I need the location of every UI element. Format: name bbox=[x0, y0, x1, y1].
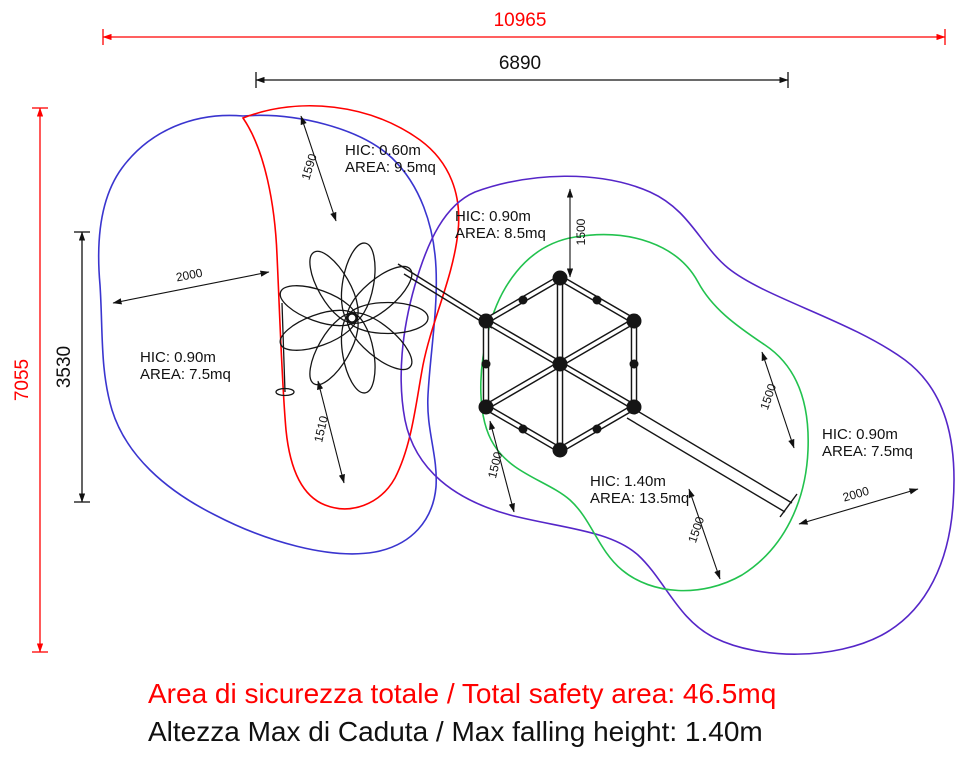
dim-label-left-height: 3530 bbox=[54, 346, 75, 388]
hexagon-climber bbox=[478, 270, 642, 458]
dim-line-right-lower bbox=[688, 488, 721, 580]
flower-climber bbox=[275, 242, 429, 397]
dim-label-right-width: 2000 bbox=[841, 484, 871, 505]
dim-line-right-width bbox=[798, 488, 919, 525]
dim-line-right-upper bbox=[761, 351, 795, 449]
footer-total-area: Area di sicurezza totale / Total safety … bbox=[148, 678, 776, 709]
area-value: AREA: 7.5mq bbox=[822, 443, 913, 460]
dim-label-hex-top: 1500 bbox=[574, 218, 588, 245]
footer-max-height: Altezza Max di Caduta / Max falling heig… bbox=[148, 716, 763, 747]
hic-value: HIC: 0.90m bbox=[140, 349, 216, 366]
hic-label-left: HIC: 0.90m AREA: 7.5mq bbox=[140, 349, 231, 383]
safety-area-right-purple bbox=[400, 175, 955, 655]
dim-label-inner-width: 6890 bbox=[499, 53, 541, 74]
area-value: AREA: 9.5mq bbox=[345, 159, 436, 176]
hic-value: HIC: 0.90m bbox=[822, 426, 898, 443]
flower-hub bbox=[345, 311, 359, 325]
dim-label-right-upper: 1500 bbox=[757, 381, 779, 411]
safety-area-flower-red bbox=[241, 105, 460, 510]
dim-overall-height bbox=[32, 107, 48, 653]
hex-nodes bbox=[478, 270, 642, 458]
area-value: AREA: 8.5mq bbox=[455, 225, 546, 242]
dim-line-flower-top bbox=[300, 115, 337, 222]
hic-value: HIC: 0.60m bbox=[345, 142, 421, 159]
dim-label-flower-left: 2000 bbox=[175, 266, 204, 285]
area-value: AREA: 7.5mq bbox=[140, 366, 231, 383]
flower-post bbox=[281, 302, 286, 393]
dim-label-right-lower: 1500 bbox=[685, 514, 707, 544]
hic-labels: HIC: 0.60m AREA: 9.5mq HIC: 0.90m AREA: … bbox=[140, 142, 913, 507]
dim-inner-width bbox=[255, 72, 789, 88]
dim-line-flower-bottom bbox=[317, 380, 345, 484]
dim-label-flower-top: 1590 bbox=[299, 152, 320, 182]
dim-line-flower-left bbox=[112, 270, 270, 305]
safety-area-hex-green bbox=[479, 233, 809, 592]
hic-label-middle: HIC: 0.90m AREA: 8.5mq bbox=[455, 208, 546, 242]
hic-label-top: HIC: 0.60m AREA: 9.5mq bbox=[345, 142, 436, 176]
dim-label-overall-width: 10965 bbox=[494, 10, 547, 31]
flower-post-base bbox=[275, 387, 295, 397]
small-dims bbox=[112, 115, 919, 580]
hic-value: HIC: 1.40m bbox=[590, 473, 666, 490]
dim-label-overall-height: 7055 bbox=[12, 359, 33, 401]
area-value: AREA: 13.5mq bbox=[590, 490, 689, 507]
dim-overall-width bbox=[102, 29, 946, 45]
hic-label-center: HIC: 1.40m AREA: 13.5mq bbox=[590, 473, 689, 507]
hic-value: HIC: 0.90m bbox=[455, 208, 531, 225]
dim-left-height bbox=[74, 231, 90, 503]
connector-beam-lower bbox=[626, 408, 798, 518]
safety-area-left-blue bbox=[97, 114, 438, 555]
dim-label-hex-bottom-left: 1500 bbox=[485, 450, 505, 480]
connector-beam-upper bbox=[397, 263, 493, 329]
hic-label-right: HIC: 0.90m AREA: 7.5mq bbox=[822, 426, 913, 460]
dim-line-hex-bottom-left bbox=[489, 420, 515, 513]
dim-label-flower-bottom: 1510 bbox=[311, 414, 331, 443]
